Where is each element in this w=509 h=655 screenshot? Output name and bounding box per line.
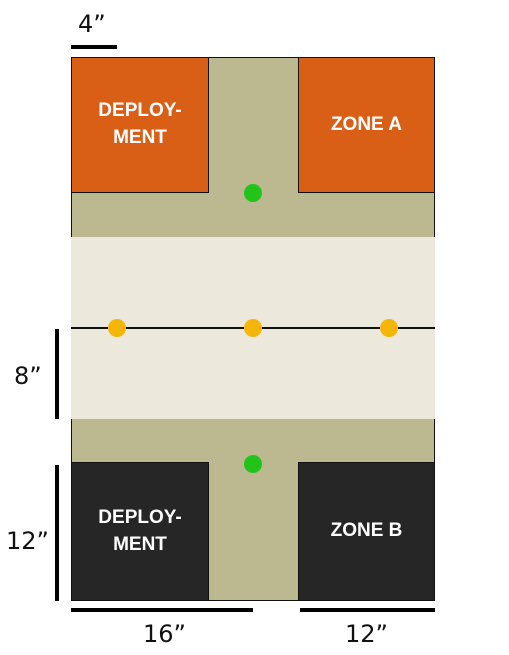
objective-yellow-center <box>244 319 262 337</box>
deployment-zone-bottom: DEPLOY- MENT <box>71 462 209 601</box>
dimension-label-left-bottom: 12” <box>6 527 49 555</box>
zone-b: ZONE B <box>298 462 435 601</box>
dimension-label-bottom-right: 12” <box>345 620 388 648</box>
scale-bar-bottom-right <box>300 608 435 612</box>
objective-green-top <box>244 184 262 202</box>
deployment-zone-top: DEPLOY- MENT <box>71 57 209 193</box>
dimension-label-bottom-left: 16” <box>143 620 186 648</box>
objective-yellow-left <box>108 319 126 337</box>
objective-yellow-right <box>380 319 398 337</box>
scale-bar-left-bottom <box>55 465 59 601</box>
objective-green-bottom <box>244 455 262 473</box>
scale-bar-left-middle <box>55 329 59 419</box>
dimension-label-top: 4” <box>78 10 106 38</box>
scale-bar-bottom-left <box>71 608 253 612</box>
dimension-label-left-middle: 8” <box>14 362 42 390</box>
scale-bar-top <box>71 45 117 49</box>
zone-a: ZONE A <box>298 57 435 193</box>
